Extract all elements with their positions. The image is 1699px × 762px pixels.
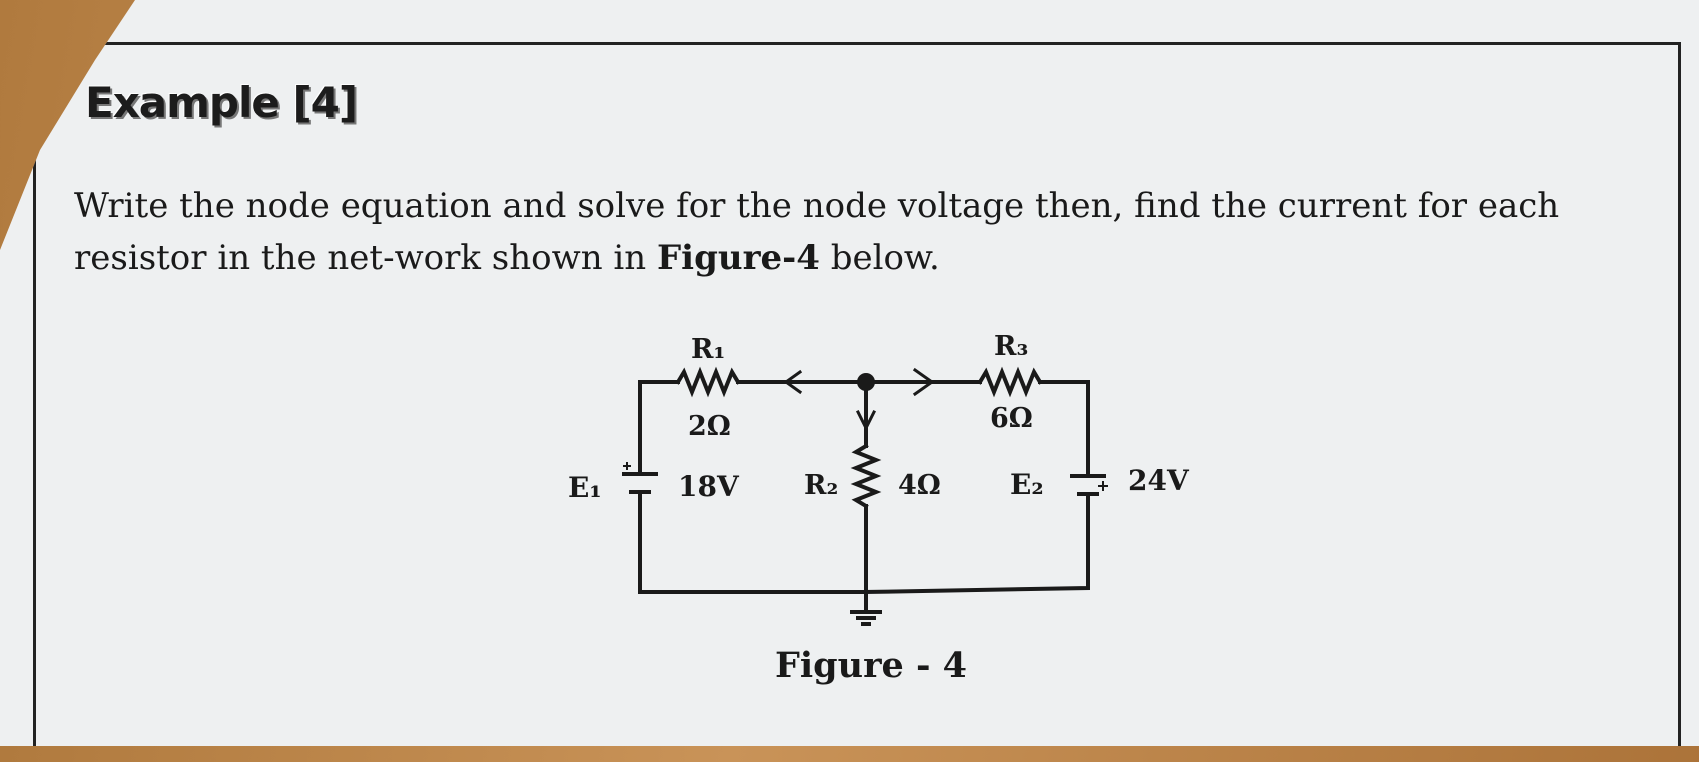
r3-value: 6Ω xyxy=(990,403,1033,434)
circuit-diagram: R₁ 2Ω R₃ 6Ω R₂ 4Ω E₁ 18V E₂ 24V xyxy=(568,331,1190,626)
e2-battery xyxy=(1070,474,1106,496)
problem-text-before: Write the node equation and solve for th… xyxy=(74,186,1560,278)
figure-caption: Figure - 4 xyxy=(775,645,968,686)
problem-text-after: below. xyxy=(819,238,940,278)
r2-resistor xyxy=(850,443,882,509)
e1-label: E₁ xyxy=(568,471,602,504)
e2-label: E₂ xyxy=(1010,468,1044,501)
current-arrow-r2 xyxy=(855,409,877,432)
r3-resistor xyxy=(977,366,1043,398)
paper-sheet: Example [4] Write the node equation and … xyxy=(0,0,1699,746)
current-arrow-r3 xyxy=(912,367,935,397)
e1-battery xyxy=(622,472,658,494)
e2-polarity xyxy=(1098,481,1108,491)
content-frame xyxy=(33,42,1681,746)
r1-label: R₁ xyxy=(691,334,725,365)
r2-value: 4Ω xyxy=(898,470,941,501)
junction-node xyxy=(857,373,875,391)
r1-resistor xyxy=(675,366,741,398)
current-arrow-r1 xyxy=(783,369,803,395)
e1-value: 18V xyxy=(678,470,740,503)
e2-value: 24V xyxy=(1128,464,1190,497)
r3-label: R₃ xyxy=(994,331,1028,362)
problem-statement: Write the node equation and solve for th… xyxy=(74,180,1654,284)
wire-left-top xyxy=(638,380,680,472)
figure-reference: Figure-4 xyxy=(657,238,820,278)
example-title: Example [4] xyxy=(85,78,358,127)
e1-polarity xyxy=(623,462,631,470)
r2-label: R₂ xyxy=(804,470,838,501)
wire-left-bottom xyxy=(638,494,868,594)
wire-right-bottom xyxy=(863,496,1090,595)
wire-right-top xyxy=(1038,380,1090,474)
r1-value: 2Ω xyxy=(688,411,731,442)
ground-symbol xyxy=(850,610,882,626)
